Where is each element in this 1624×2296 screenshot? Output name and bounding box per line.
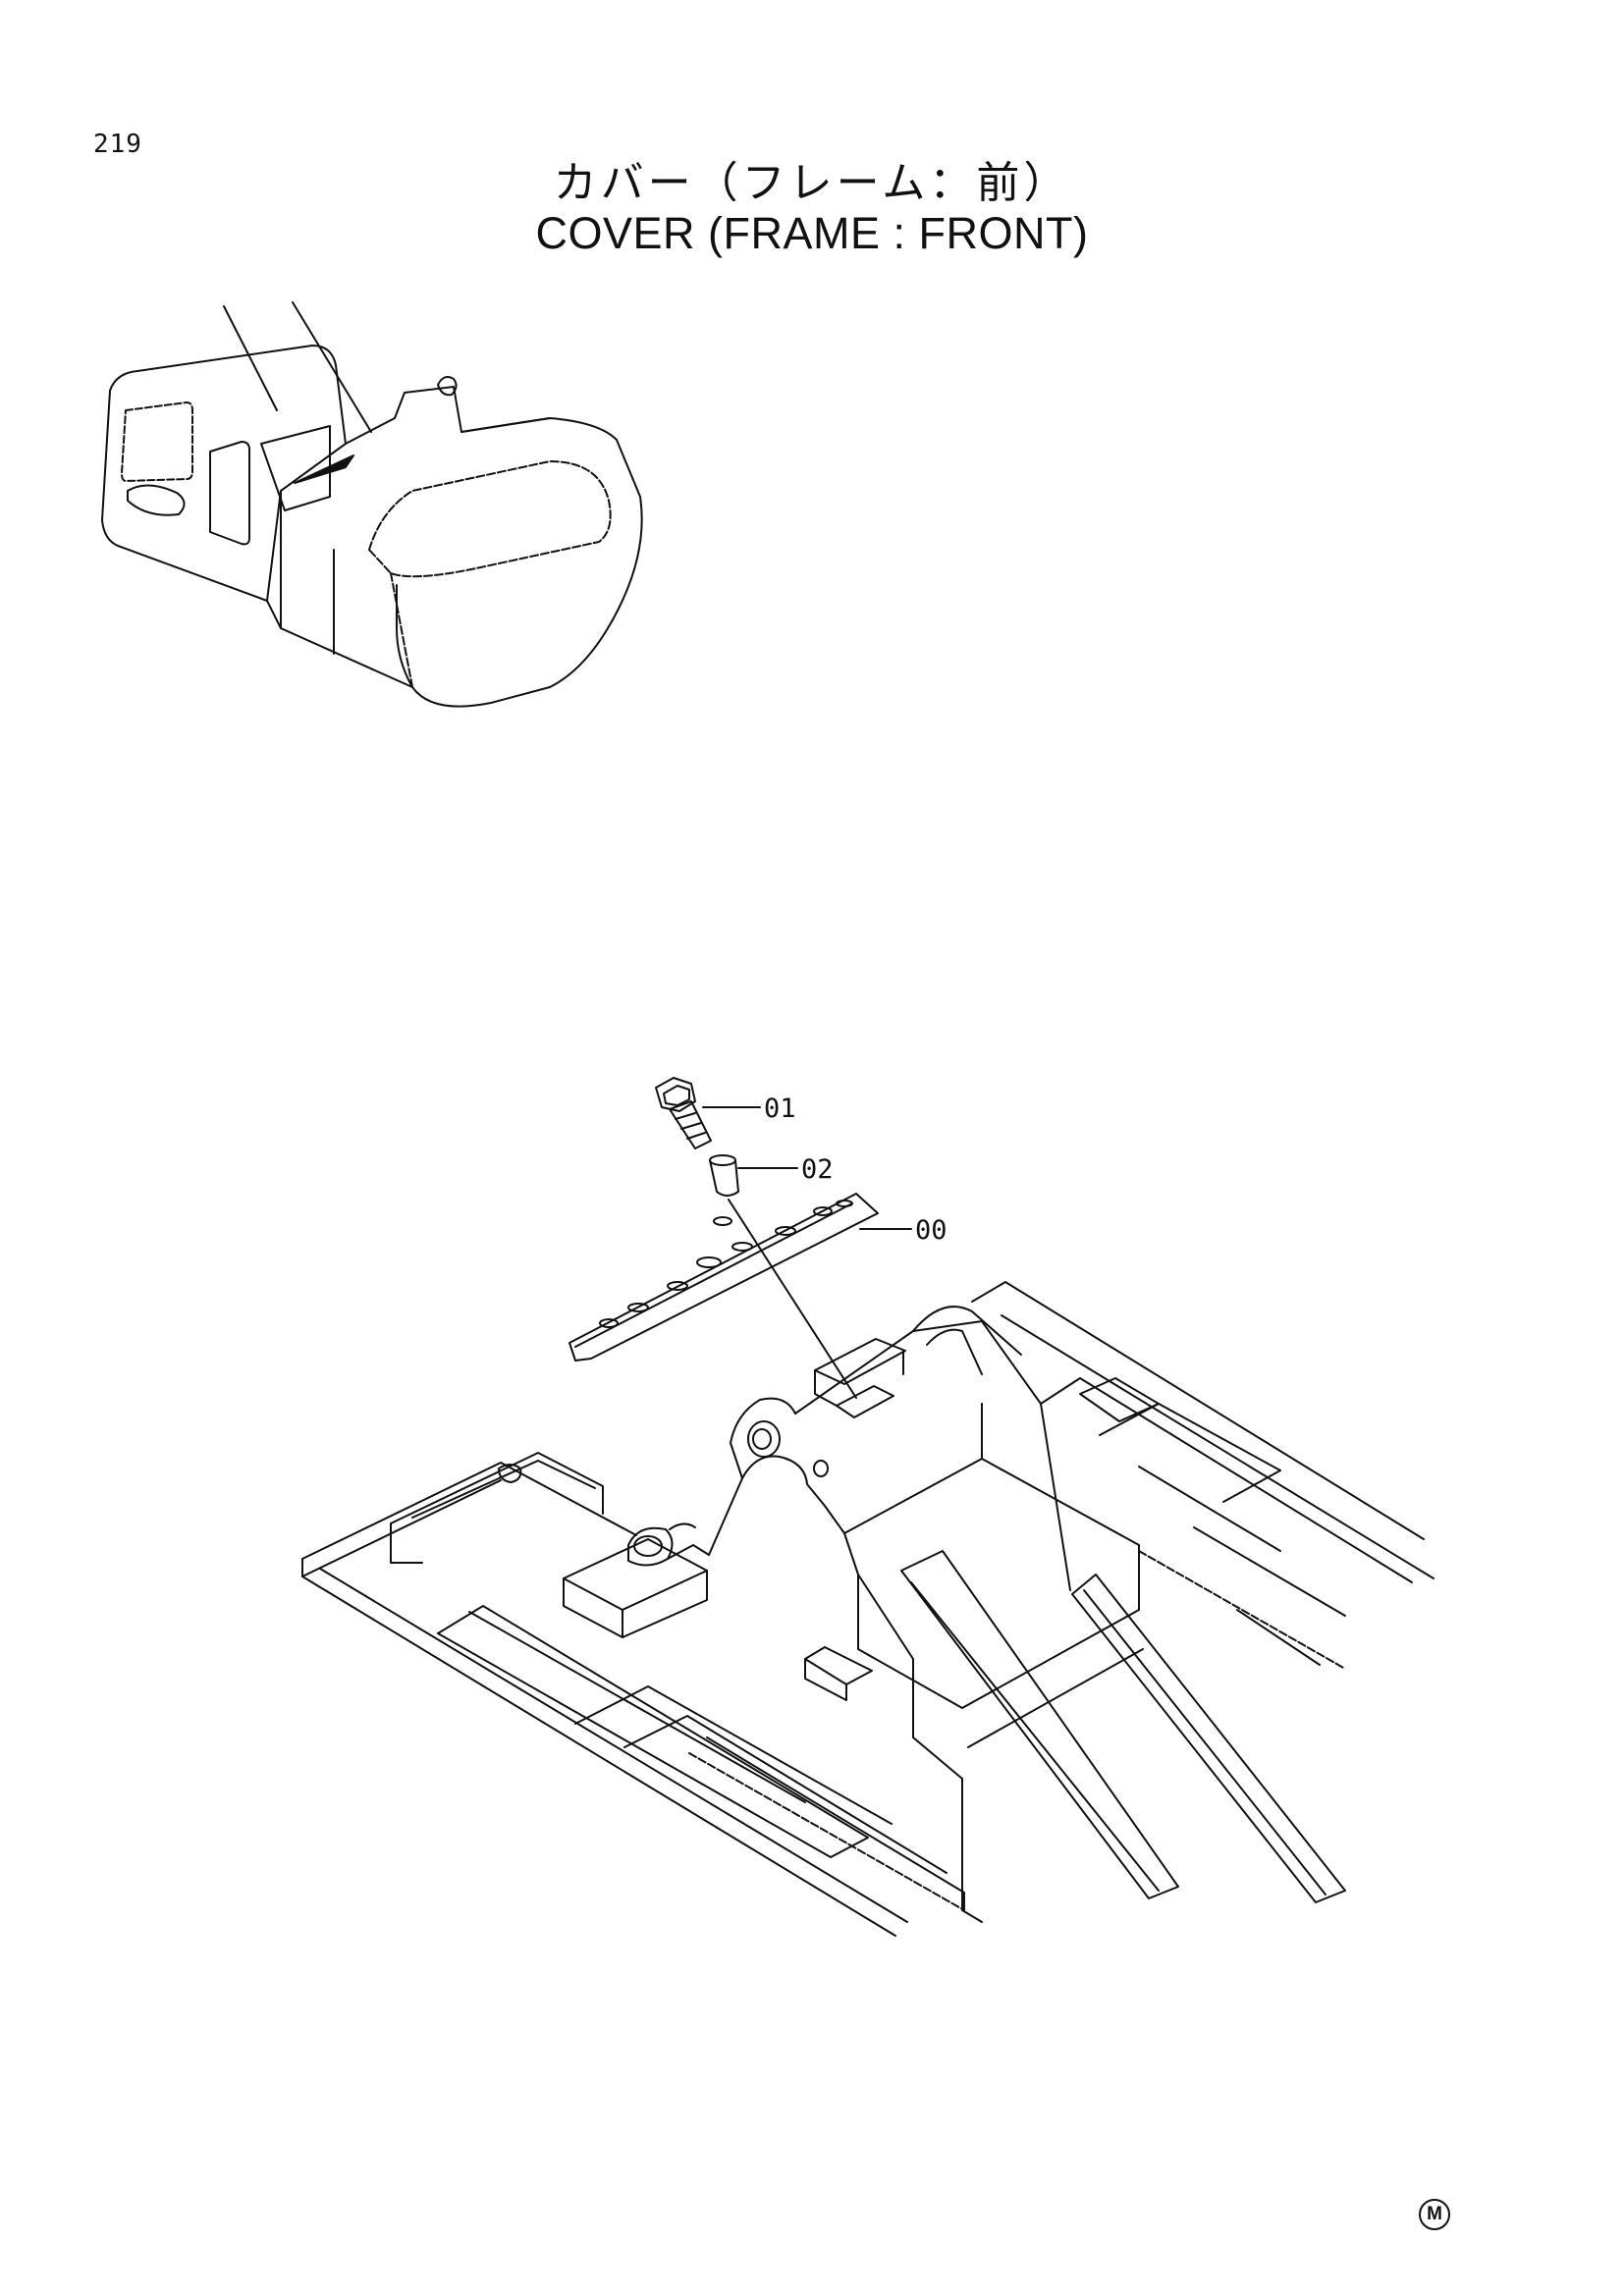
callout-01: 01 [764, 1094, 796, 1124]
callout-02: 02 [801, 1154, 834, 1185]
circled-m-icon: M [1419, 2199, 1450, 2230]
hex-bolt-icon [655, 1077, 712, 1149]
spacer-collar-icon [709, 1154, 739, 1197]
front-frame-icon [301, 1281, 1435, 1937]
cover-plate-icon [568, 1193, 879, 1362]
callout-00: 00 [915, 1215, 947, 1246]
page-title-japanese: カバー（フレーム：前） [553, 158, 1071, 208]
excavator-overview-icon [101, 301, 643, 708]
page-number: 219 [93, 130, 142, 159]
page-title-english: COVER (FRAME : FRONT) [535, 208, 1089, 258]
